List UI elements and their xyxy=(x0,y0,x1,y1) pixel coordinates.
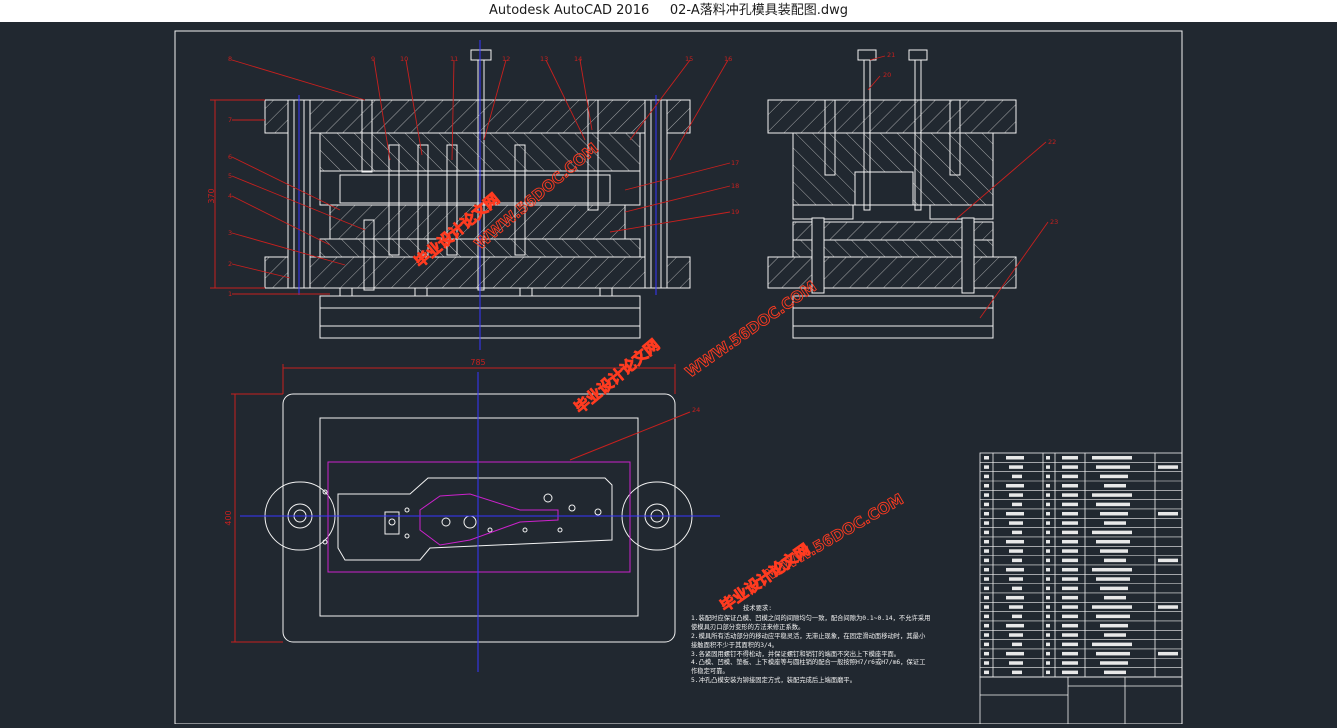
dim-text-785: 785 xyxy=(470,358,485,367)
front-section-view xyxy=(264,49,691,339)
drawing-canvas[interactable]: 370 8 9 10 11 12 13 14 15 16 7 6 5 4 xyxy=(0,22,1337,725)
svg-text:8: 8 xyxy=(228,55,232,63)
balloon-labels-main: 8 9 10 11 12 13 14 15 16 7 6 5 4 3 2 1 1… xyxy=(228,55,739,298)
svg-text:4: 4 xyxy=(228,192,232,200)
window-title: Autodesk AutoCAD 2016 02-A落料冲孔模具装配图.dwg xyxy=(0,0,1337,22)
svg-text:18: 18 xyxy=(731,182,739,190)
svg-text:2: 2 xyxy=(228,260,232,268)
svg-text:11: 11 xyxy=(450,55,458,63)
tech-req-line: 接触面积不少于其面积的3/4。 xyxy=(691,641,778,649)
technical-requirements: 技术要求: 1.装配时应保证凸模、凹模之间的间隙均匀一致，配合间隙为0.1~0.… xyxy=(691,605,981,686)
cad-viewport[interactable]: 370 8 9 10 11 12 13 14 15 16 7 6 5 4 xyxy=(0,22,1337,725)
dimension-370 xyxy=(210,99,265,289)
svg-text:13: 13 xyxy=(540,55,548,63)
tech-req-title: 技术要求: xyxy=(743,605,772,612)
parts-list-rows xyxy=(980,456,1182,675)
plan-centerlines xyxy=(240,372,720,672)
svg-text:22: 22 xyxy=(1048,138,1056,146)
svg-text:5: 5 xyxy=(228,172,232,180)
svg-text:7: 7 xyxy=(228,116,232,124)
svg-text:9: 9 xyxy=(371,55,375,63)
tech-req-line: 5.冲孔凸模安装为铆接固定方式，装配完成后上端面磨平。 xyxy=(691,677,857,685)
tech-req-line: 2.模具所有活动部分的移动应平稳灵活，无滞止现象，在固定滑动面移动时，其最小 xyxy=(691,632,926,640)
leaders-side xyxy=(867,55,1049,319)
svg-text:23: 23 xyxy=(1050,218,1058,226)
balloon-label-plan: 24 xyxy=(692,406,700,414)
dim-text-370: 370 xyxy=(207,188,216,203)
svg-text:3: 3 xyxy=(228,229,232,237)
svg-text:毕业设计论文网: 毕业设计论文网 xyxy=(571,336,663,417)
svg-text:17: 17 xyxy=(731,159,739,167)
svg-text:12: 12 xyxy=(502,55,510,63)
front-centerlines xyxy=(298,40,657,350)
dim-text-400: 400 xyxy=(224,510,233,525)
svg-text:19: 19 xyxy=(731,208,739,216)
svg-text:21: 21 xyxy=(887,51,895,59)
side-section-view xyxy=(767,49,1017,339)
svg-text:WWW.56DOC.COM: WWW.56DOC.COM xyxy=(682,277,820,381)
svg-text:1: 1 xyxy=(228,290,232,298)
svg-text:6: 6 xyxy=(228,153,232,161)
tech-req-line: 1.装配时应保证凸模、凹模之间的间隙均匀一致，配合间隙为0.1~0.14，不允许… xyxy=(691,614,931,622)
svg-text:15: 15 xyxy=(685,55,693,63)
svg-text:16: 16 xyxy=(724,55,732,63)
svg-text:14: 14 xyxy=(574,55,582,63)
strip-blank-outline xyxy=(327,461,631,573)
leaders-main xyxy=(231,59,731,295)
tech-req-line: 作稳定可靠。 xyxy=(691,668,729,676)
dimension-785 xyxy=(231,364,691,643)
balloon-labels-side: 21 20 22 23 xyxy=(883,51,1058,226)
tech-req-line: 4.凸模、凹模、垫板、上下模座等与圆柱销的配合一般按照H7/r6或H7/m6，保… xyxy=(691,659,926,667)
tech-req-line: 使模具刃口部分变形的方法来修正系数。 xyxy=(691,623,805,631)
svg-text:20: 20 xyxy=(883,71,891,79)
tech-req-line: 3.各紧固用螺钉不得松动，并保证螺钉和销钉的端面不突出上下模座平面。 xyxy=(691,650,901,658)
svg-text:10: 10 xyxy=(400,55,408,63)
